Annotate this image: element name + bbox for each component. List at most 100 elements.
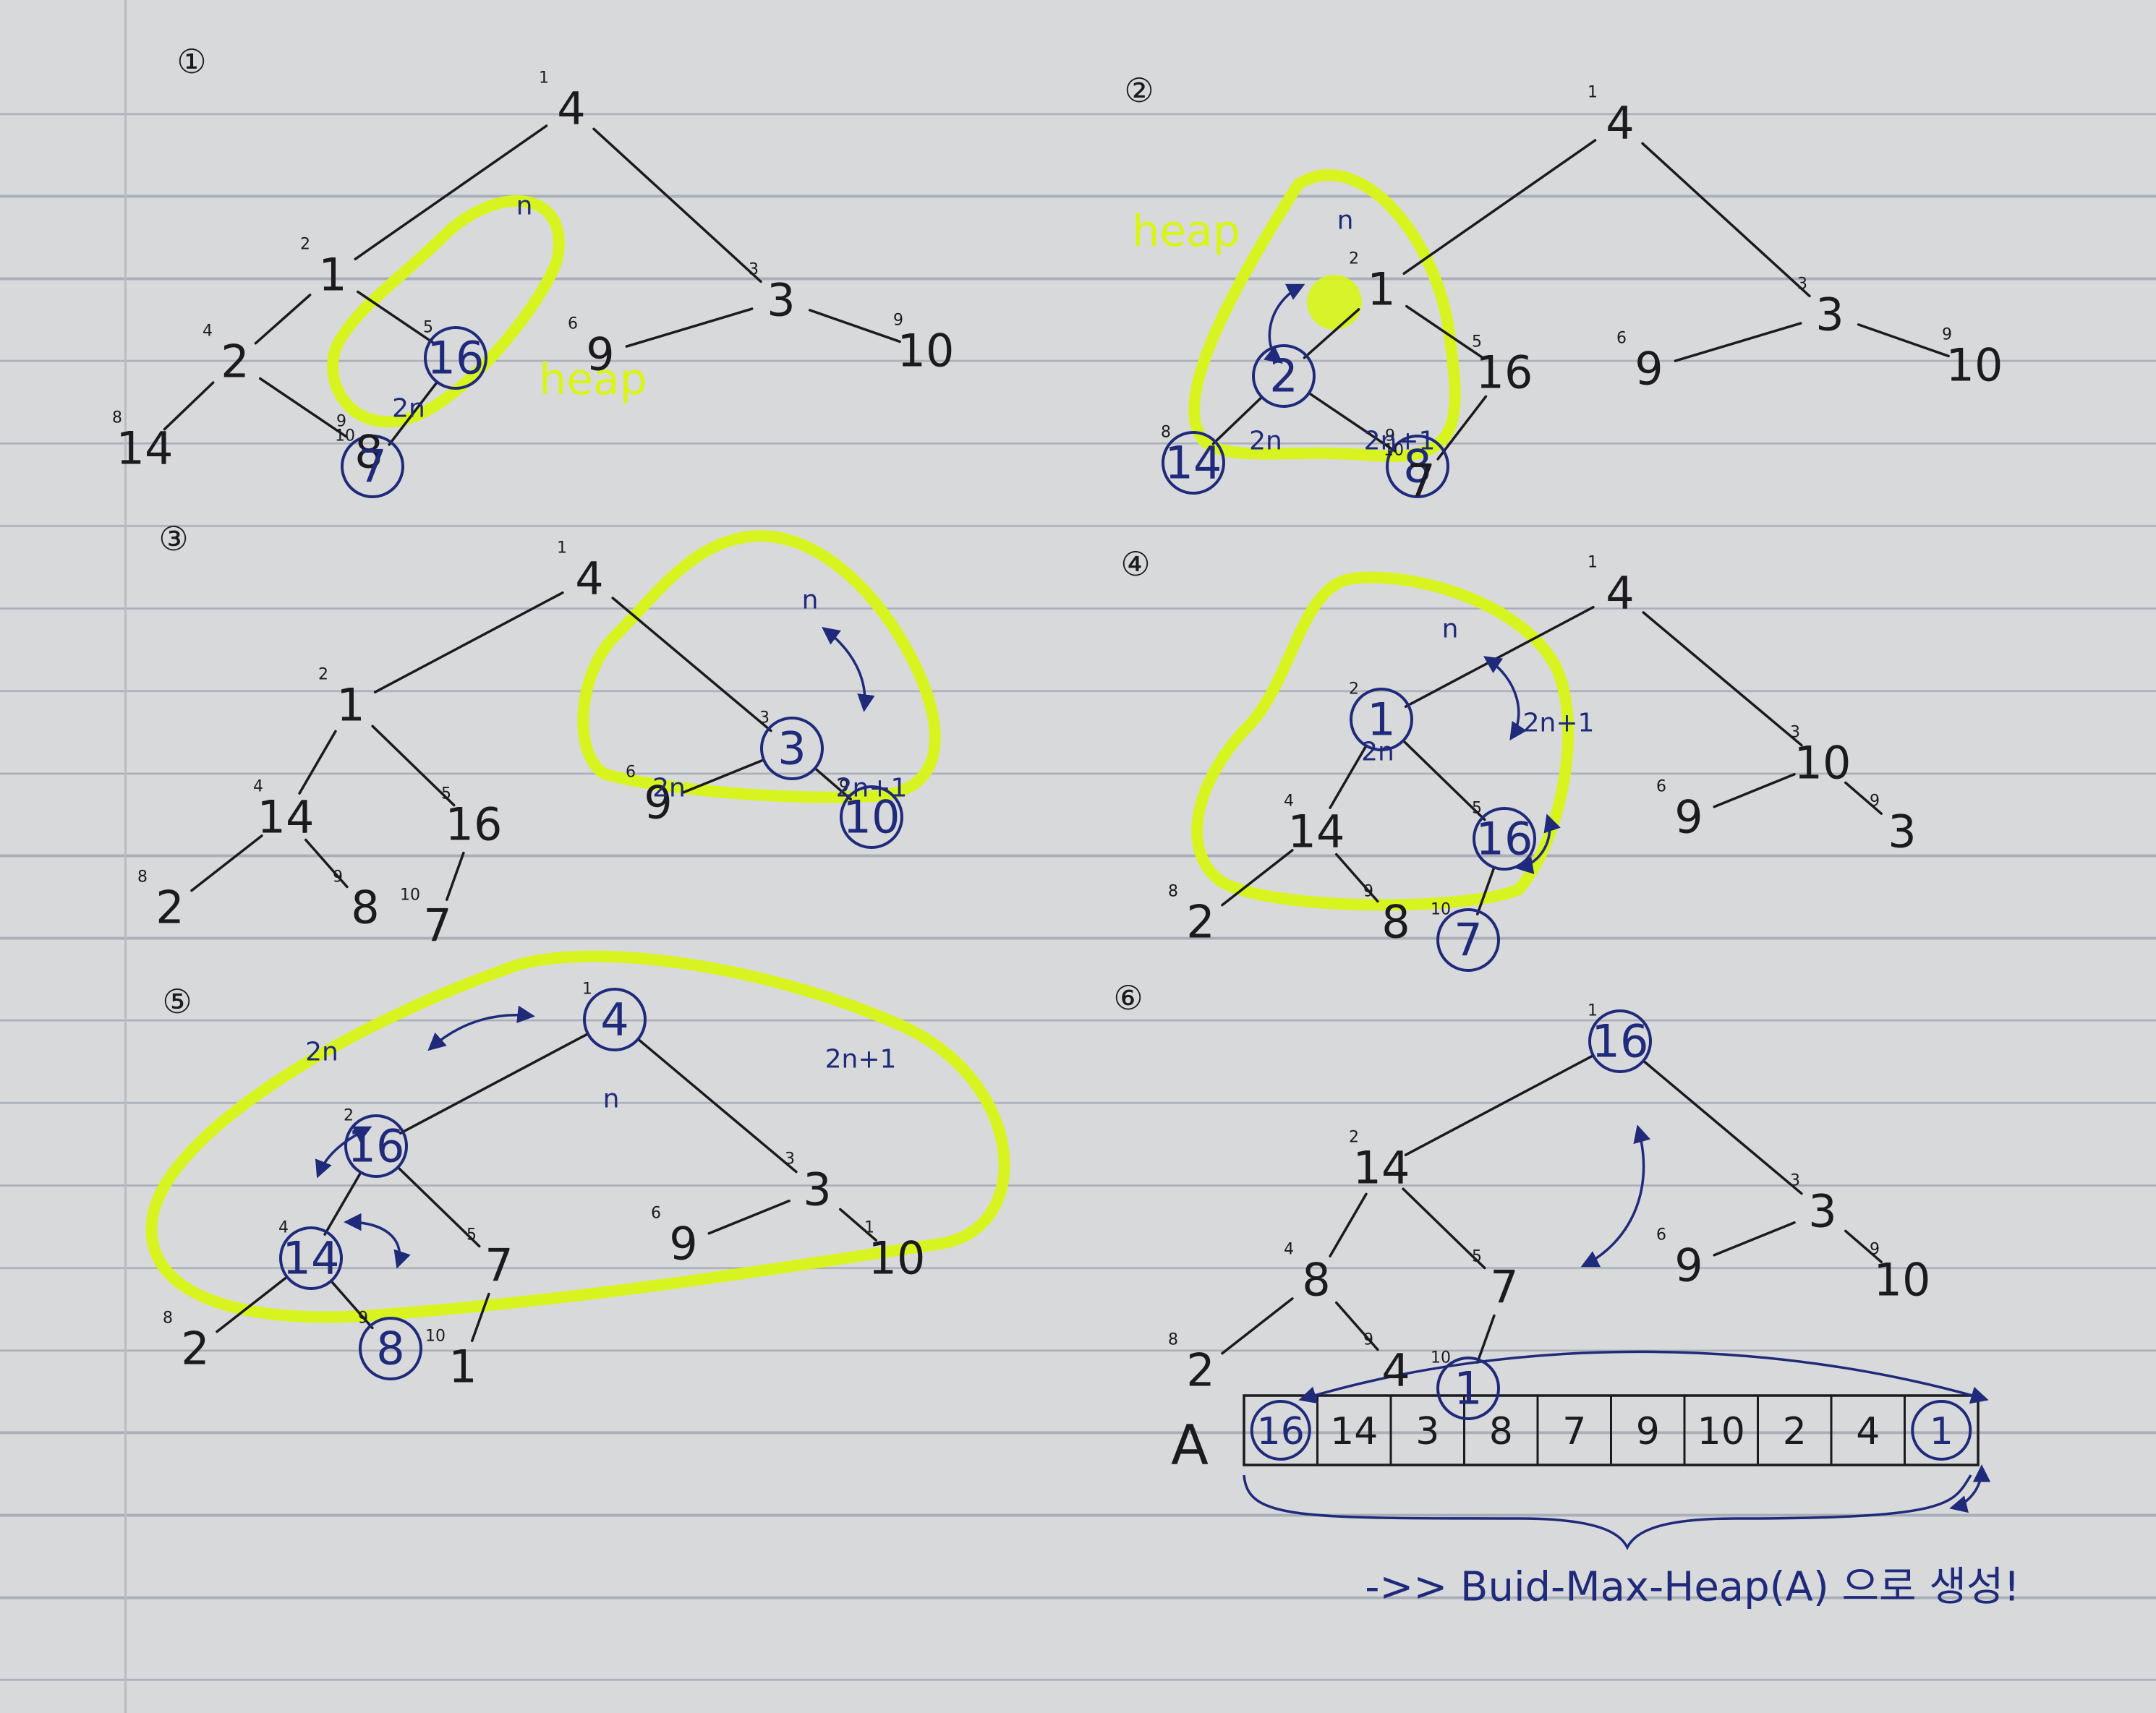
node-index-3-8: 9 [333,868,343,887]
node-index-6-3: 4 [1284,1241,1294,1259]
array-cell-4: 7 [1562,1410,1586,1453]
highlight-blob-2 [1188,169,1461,463]
node-index-3-5: 6 [626,764,636,782]
node-value-3-5: 9 [644,777,672,829]
node-circle-4-1 [1350,688,1413,751]
swap-arrow-10 [1949,1464,1991,1513]
node-circle-3-2 [760,717,824,780]
node-value-1-3: 2 [221,336,249,388]
node-value-1-5: 9 [586,328,614,381]
node-value-6-4: 7 [1490,1261,1518,1314]
node-value-5-9: 1 [448,1341,477,1393]
note-2-heap: heap [1132,206,1240,257]
array-cell-3: 8 [1489,1410,1513,1453]
swap-arrow-5 [427,1005,535,1051]
node-value-5-3: 14 [283,1232,340,1285]
tree-edge-1-1 [592,127,762,283]
node-value-4-7: 2 [1186,896,1214,949]
node-index-5-4: 5 [466,1226,477,1244]
swap-arrow-3 [1483,656,1527,741]
node-index-6-9: 10 [1431,1349,1451,1367]
node-index-1-9: 10 [335,427,355,445]
panel-label-5: ⑤ [162,982,192,1021]
node-value-5-8: 8 [376,1323,404,1375]
tree-edge-4-7 [1334,853,1379,903]
tree-edge-1-2 [254,294,312,345]
node-value-1-6: 10 [898,325,955,377]
node-index-1-2: 3 [749,261,759,279]
tree-edge-5-7 [329,1279,374,1330]
edge-layer [163,124,1980,1466]
node-index-5-2: 3 [785,1150,795,1169]
node-index-4-3: 4 [1284,793,1294,811]
panel-label-1: ① [176,42,206,81]
node-index-2-5: 6 [1616,330,1627,348]
node-index-3-2: 3 [759,709,770,727]
tree-edge-5-3 [396,1166,481,1248]
array-cell-8: 4 [1856,1410,1880,1453]
node-value-1-0: 4 [557,82,585,135]
node-value-3-2: 3 [777,722,806,775]
node-index-4-7: 8 [1168,883,1178,901]
node-index-1-6: 9 [893,312,903,330]
node-index-3-0: 1 [557,539,567,558]
note-1-heap: heap [539,354,647,405]
note-5-2n: 2n [305,1038,338,1067]
node-index-3-9: 10 [400,887,420,905]
tree-edge-5-2 [323,1171,362,1236]
tree-edge-2-7 [1308,391,1397,453]
tree-edge-6-8 [1476,1314,1496,1364]
node-value-5-6: 10 [869,1232,926,1285]
node-value-3-1: 1 [336,679,365,732]
node-index-2-4: 5 [1472,333,1482,351]
tree-edge-4-2 [1329,744,1368,809]
node-index-6-7: 8 [1168,1331,1178,1349]
node-value-1-1: 1 [318,249,346,302]
tree-edge-6-6 [1221,1297,1294,1355]
node-value-5-7: 2 [181,1323,209,1375]
panel-label-3: ③ [158,519,188,558]
note-2-2n: 2n [1249,427,1282,456]
array-circle-0 [1250,1400,1311,1461]
node-index-1-3: 4 [203,322,213,341]
array-cell-5: 9 [1636,1410,1660,1453]
node-value-5-4: 7 [485,1239,513,1292]
tree-edge-3-6 [190,834,263,892]
node-value-4-6: 3 [1888,806,1916,858]
node-index-1-5: 6 [568,315,578,333]
array-cell-7: 2 [1783,1410,1807,1453]
tree-edge-5-8 [471,1292,490,1342]
node-index-4-2: 3 [1790,724,1800,742]
array-brace [1243,1474,1972,1550]
node-value-6-6: 10 [1874,1254,1931,1307]
node-value-3-3: 14 [257,791,315,844]
note-1-2n: 2n [392,394,425,424]
node-value-2-6: 10 [1946,339,2003,392]
note-3-2n: 2n [652,774,686,803]
node-index-6-4: 5 [1472,1248,1482,1266]
node-value-2-5: 9 [1635,343,1663,396]
note-3-n: n [802,586,819,615]
tree-edge-3-7 [304,838,349,889]
tree-edge-6-7 [1334,1301,1379,1351]
tree-edge-2-2 [1303,308,1360,359]
node-index-6-1: 2 [1349,1129,1359,1147]
node-value-4-0: 4 [1606,567,1634,620]
node-circle-5-1 [344,1114,408,1178]
tree-edge-3-2 [298,730,337,795]
node-value-4-9: 7 [1454,914,1482,967]
node-circle-2-8 [1386,435,1449,498]
note-4-n: n [1442,615,1459,644]
node-value-4-2: 10 [1794,737,1852,790]
node-value-1-7: 14 [116,422,174,475]
note-2-n: n [1337,206,1354,236]
node-value-2-2: 3 [1815,289,1844,341]
tree-edge-3-3 [371,725,456,807]
tree-edge-3-5 [814,766,852,800]
node-value-4-3: 14 [1288,806,1345,858]
node-value-2-1: 1 [1367,263,1395,316]
node-index-3-3: 4 [253,778,263,796]
tree-edge-3-0 [373,591,564,693]
tree-edge-3-1 [611,597,772,732]
